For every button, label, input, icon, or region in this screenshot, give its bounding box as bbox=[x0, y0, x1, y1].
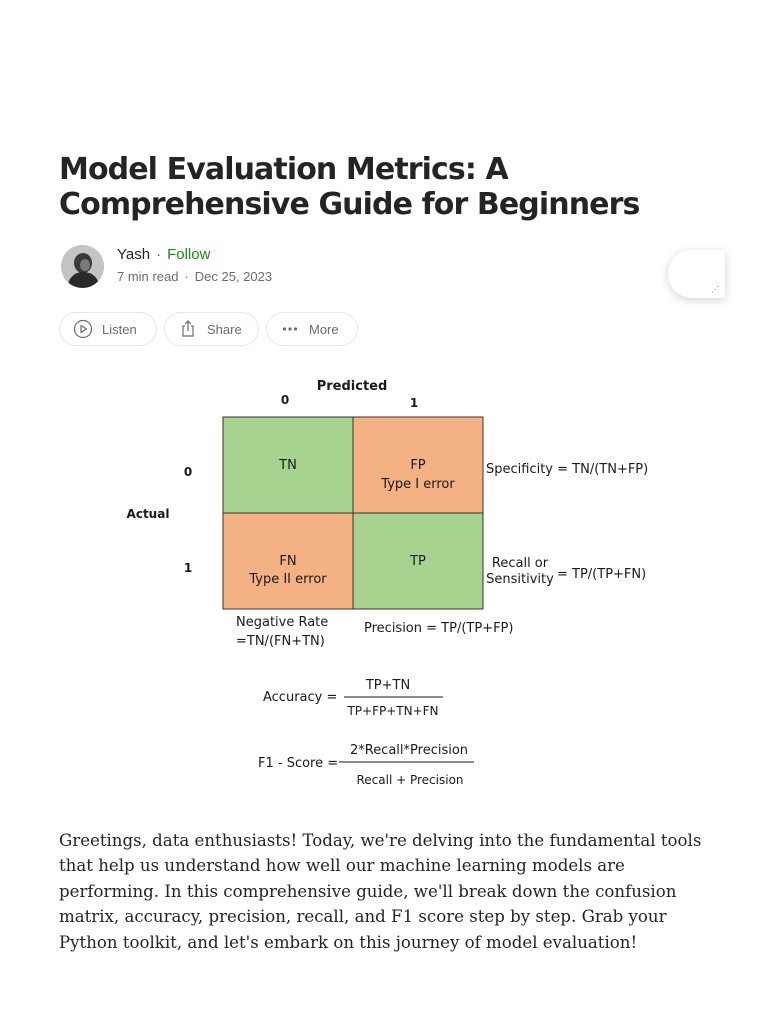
intro-paragraph: Greetings, data enthusiasts! Today, we'r… bbox=[59, 831, 702, 952]
separator-dot: · bbox=[156, 246, 162, 263]
actual-row-0: 0 bbox=[184, 465, 192, 479]
accuracy-label: Accuracy = bbox=[263, 690, 337, 705]
f1-label: F1 - Score = bbox=[258, 756, 338, 771]
negative-rate-line-1: Negative Rate bbox=[236, 615, 328, 630]
article-meta: 7 min read · Dec 25, 2023 bbox=[117, 268, 272, 286]
predicted-col-1: 1 bbox=[410, 396, 418, 410]
publish-date: Dec 25, 2023 bbox=[194, 269, 273, 284]
cell-false-positive bbox=[352, 416, 484, 514]
actual-label: Actual bbox=[127, 507, 170, 521]
negative-rate-line-2: =TN/(FN+TN) bbox=[236, 634, 325, 649]
tp-label: TP bbox=[409, 554, 426, 569]
recall-line-2: Sensitivity bbox=[486, 572, 554, 587]
avatar-photo bbox=[61, 245, 104, 288]
precision-formula: Precision = TP/(TP+FP) bbox=[364, 621, 513, 636]
more-label: More bbox=[309, 321, 339, 337]
confusion-matrix-figure: Predicted 0 1 Actual 0 1 TN FP Type I er… bbox=[110, 370, 670, 800]
accuracy-denominator: TP+FP+TN+FN bbox=[346, 704, 438, 718]
play-circle-icon bbox=[73, 319, 93, 339]
specificity-formula: Specificity = TN/(TN+FP) bbox=[486, 462, 648, 477]
share-icon bbox=[178, 319, 198, 339]
recall-line-1: Recall or bbox=[492, 556, 549, 571]
follow-button[interactable]: Follow bbox=[167, 246, 211, 263]
read-time: 7 min read bbox=[117, 269, 179, 284]
share-button[interactable]: Share bbox=[164, 312, 259, 346]
actual-row-1: 1 bbox=[184, 561, 192, 575]
floating-widget[interactable]: ⋰ bbox=[668, 250, 725, 298]
cell-true-negative bbox=[222, 416, 354, 514]
predicted-label: Predicted bbox=[317, 379, 388, 394]
fn-sub-label: Type II error bbox=[248, 572, 327, 587]
more-dots-icon bbox=[280, 319, 300, 339]
share-label: Share bbox=[207, 321, 242, 337]
fp-label: FP bbox=[410, 458, 425, 473]
listen-label: Listen bbox=[102, 321, 137, 337]
author-name[interactable]: Yash bbox=[117, 246, 151, 263]
tn-label: TN bbox=[278, 458, 297, 473]
f1-denominator: Recall + Precision bbox=[356, 773, 463, 787]
more-button[interactable]: More bbox=[266, 312, 358, 346]
cell-true-positive bbox=[352, 512, 484, 610]
grip-icon: ⋰ bbox=[711, 285, 719, 294]
accuracy-numerator: TP+TN bbox=[365, 678, 410, 693]
separator-dot: · bbox=[184, 269, 189, 284]
cell-false-negative bbox=[222, 512, 354, 610]
fp-sub-label: Type I error bbox=[380, 477, 455, 492]
article-title: Model Evaluation Metrics: A Comprehensiv… bbox=[59, 152, 640, 222]
f1-numerator: 2*Recall*Precision bbox=[350, 743, 468, 758]
author-line: Yash · Follow bbox=[117, 245, 210, 265]
recall-formula: = TP/(TP+FN) bbox=[557, 567, 646, 582]
author-avatar[interactable] bbox=[61, 245, 104, 288]
predicted-col-0: 0 bbox=[281, 393, 289, 407]
fn-label: FN bbox=[279, 554, 296, 569]
listen-button[interactable]: Listen bbox=[59, 312, 157, 346]
